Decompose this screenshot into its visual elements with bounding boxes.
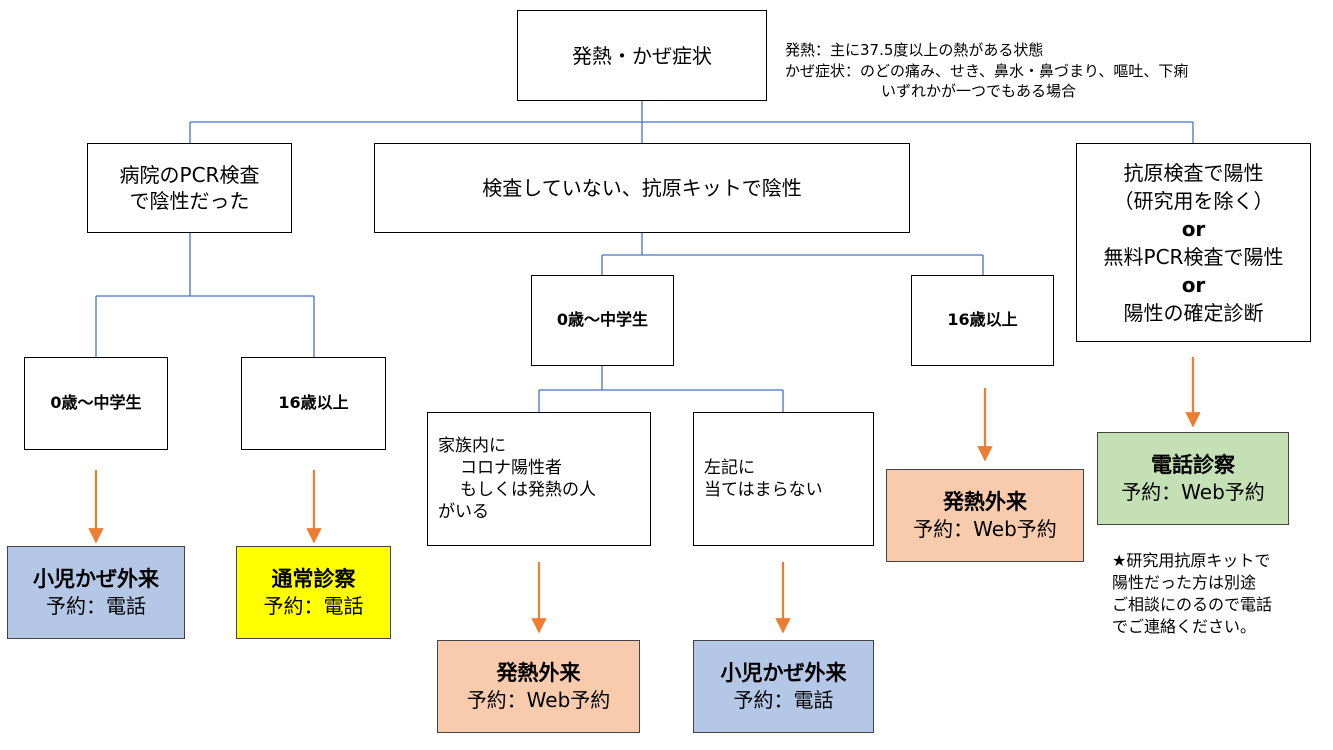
note-line-cold: かぜ症状：のどの痛み、せき、鼻水・鼻づまり、嘔吐、下痢 [785,61,1189,80]
family-positive-box: 家族内に コロナ陽性者 もしくは発熱の人 がいる [427,412,651,546]
untested-adult-result-reserve: 予約：Web予約 [913,517,1057,542]
positive-or-2: or [1181,272,1206,297]
family-positive-line-1: 家族内に [438,435,506,456]
pcr-negative-line-1: 病院のPCR検査 [119,163,260,187]
connector-child [538,366,784,412]
untested-child-label: 0歳〜中学生 [556,310,649,330]
top-symptom-box: 発熱・かぜ症状 [517,10,767,101]
pcr-child-result-title: 小児かぜ外来 [33,566,159,591]
connector-untested [601,233,984,275]
family-other-result-title: 小児かぜ外来 [720,660,847,685]
pcr-negative-box: 病院のPCR検査 で陰性だった [87,143,292,233]
positive-line-3: 無料PCR検査で陽性 [1103,244,1284,269]
pcr-adult-result-title: 通常診察 [271,566,356,591]
pcr-adult-result-reserve: 予約：電話 [263,594,364,619]
research-note-line-4: でご連絡ください。 [1112,617,1257,637]
positive-result-box: 電話診察 予約：Web予約 [1097,432,1289,525]
family-positive-result-reserve: 予約：Web予約 [466,688,611,713]
pcr-child-box: 0歳〜中学生 [24,357,168,450]
family-other-line-2: 当てはまらない [704,480,823,500]
note-line-fever: 発熱：主に37.5度以上の熱がある状態 [785,41,1044,59]
connector-top [189,101,1194,143]
pcr-adult-label: 16歳以上 [278,393,349,413]
untested-label: 検査していない、抗原キットで陰性 [482,176,802,200]
positive-result-title: 電話診察 [1151,452,1235,477]
family-other-result-box: 小児かぜ外来 予約：電話 [693,640,874,733]
untested-child-box: 0歳〜中学生 [531,275,674,366]
family-positive-line-2: コロナ陽性者 [460,457,562,478]
untested-adult-result-box: 発熱外来 予約：Web予約 [886,469,1084,562]
positive-result-reserve: 予約：Web予約 [1121,480,1265,505]
pcr-adult-result-box: 通常診察 予約：電話 [236,546,391,639]
family-positive-line-4: がいる [438,502,489,523]
untested-adult-box: 16歳以上 [911,275,1054,366]
symptom-definition-note: 発熱：主に37.5度以上の熱がある状態 かぜ症状：のどの痛み、せき、鼻水・鼻づま… [785,40,1188,102]
family-other-line-1: 左記に [704,457,755,478]
untested-adult-label: 16歳以上 [947,310,1018,330]
family-positive-result-box: 発熱外来 予約：Web予約 [437,640,640,733]
family-other-box: 左記に 当てはまらない [693,412,874,546]
pcr-child-result-box: 小児かぜ外来 予約：電話 [7,546,185,639]
research-note-line-3: ご相談にのるので電話 [1112,595,1273,615]
untested-adult-result-title: 発熱外来 [943,489,1027,514]
pcr-child-result-reserve: 予約：電話 [46,594,146,619]
top-symptom-label: 発熱・かぜ症状 [572,43,712,68]
positive-or-1: or [1181,216,1206,241]
research-note-line-1: ★研究用抗原キットで [1112,551,1271,570]
pcr-child-label: 0歳〜中学生 [50,393,142,413]
untested-box: 検査していない、抗原キットで陰性 [374,143,910,233]
research-kit-note: ★研究用抗原キットで 陽性だった方は別途 ご相談にのるので電話 でご連絡ください… [1112,550,1272,638]
family-positive-line-3: もしくは発熱の人 [460,480,596,500]
positive-box: 抗原検査で陽性 （研究用を除く） or 無料PCR検査で陽性 or 陽性の確定診… [1076,143,1311,342]
pcr-adult-box: 16歳以上 [241,357,386,450]
family-positive-result-title: 発熱外来 [496,660,581,685]
positive-line-4: 陽性の確定診断 [1123,300,1264,325]
positive-line-2: （研究用を除く） [1113,188,1274,213]
pcr-negative-line-2: で陰性だった [129,189,250,213]
family-other-result-reserve: 予約：電話 [733,688,834,713]
note-line-any: いずれかが一つでもある場合 [881,82,1077,101]
connector-pcr [95,233,315,357]
research-note-line-2: 陽性だった方は別途 [1112,573,1257,593]
positive-line-1: 抗原検査で陽性 [1123,160,1264,185]
